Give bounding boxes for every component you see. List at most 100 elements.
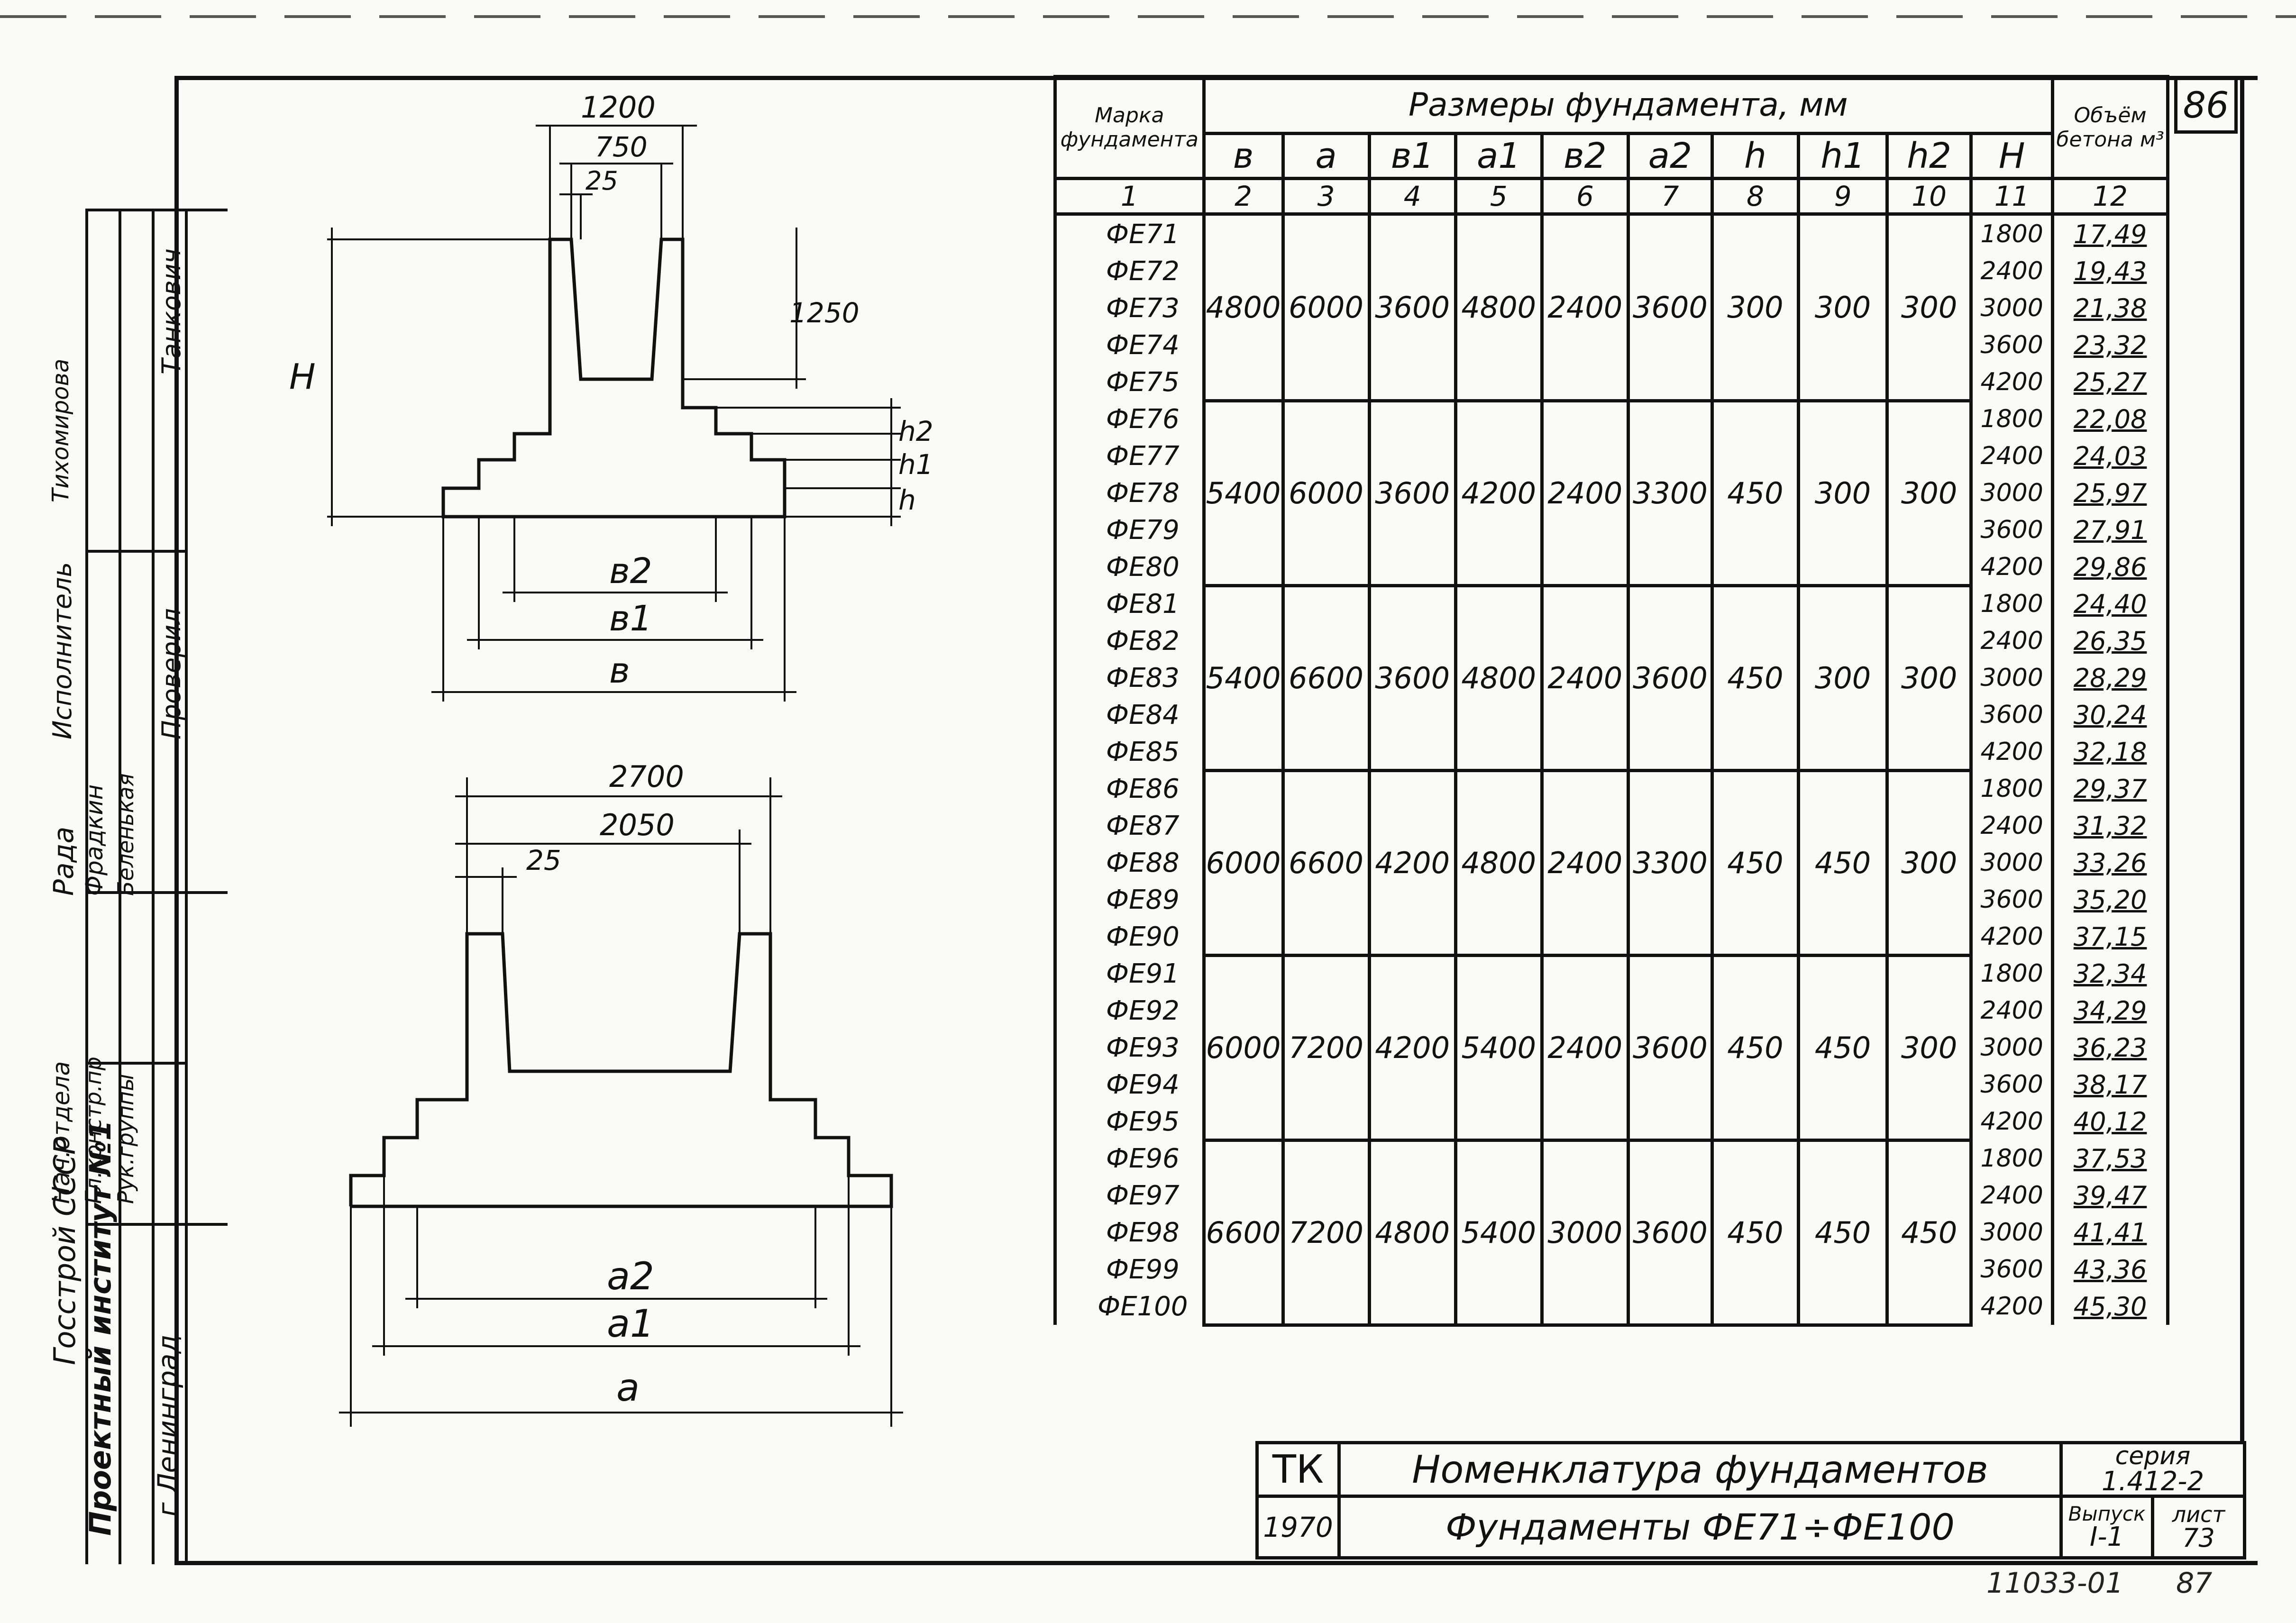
dim-a1: 4800 [1454,212,1544,402]
dim-b2: 3000 [1540,1138,1630,1327]
foundation-mark: ФЕ73 [1053,290,1206,327]
foundation-spec-table: Марка фундамента Размеры фундамента, мм … [1053,75,2169,1327]
col-number-6: 6 [1540,177,1630,216]
dim-h1: 450 [1796,1138,1889,1327]
dim-a: 7200 [1281,953,1371,1142]
foundation-mark: ФЕ80 [1053,548,1206,585]
foundation-mark: ФЕ94 [1053,1066,1206,1103]
height-H: 3000 [1969,290,2055,327]
dim-b1: 4800 [1367,1138,1457,1327]
sym-col-11: H [1969,132,2055,180]
height-H: 4200 [1969,1288,2055,1325]
dim-h2: 300 [1885,584,1973,772]
dim-b1: 4200 [1367,768,1457,957]
concrete-volume: 45,30 [2051,1288,2169,1325]
dim-b2: 2400 [1540,399,1630,587]
col-number-8: 8 [1710,177,1801,216]
dim-h: 450 [1710,953,1801,1142]
label-b: в [609,650,630,691]
height-H: 1800 [1969,955,2055,992]
dim-b2: 2400 [1540,584,1630,772]
dim-b1: 4200 [1367,953,1457,1142]
concrete-volume: 26,35 [2051,622,2169,659]
dim-25-top: 25 [585,166,618,196]
col-number-4: 4 [1367,177,1457,216]
foundation-mark: ФЕ92 [1053,992,1206,1029]
dim-h1: 300 [1796,212,1889,402]
foundation-mark: ФЕ87 [1053,807,1206,844]
dim-b: 5400 [1202,399,1285,587]
height-H: 1800 [1969,401,2055,438]
foundation-mark: ФЕ99 [1053,1251,1206,1288]
concrete-volume: 28,29 [2051,659,2169,696]
dim-a: 6600 [1281,768,1371,957]
col-number-12: 12 [2051,177,2169,216]
title-year: 1970 [1255,1495,1341,1559]
concrete-volume: 17,49 [2051,214,2169,253]
height-H: 2400 [1969,438,2055,474]
foundation-mark: ФЕ98 [1053,1214,1206,1251]
dim-h1: 450 [1796,768,1889,957]
dim-h2: 450 [1885,1138,1973,1327]
foundation-mark: ФЕ72 [1053,253,1206,290]
concrete-volume: 35,20 [2051,881,2169,918]
title-main: Номенклатура фундаментов [1337,1441,2063,1498]
concrete-volume: 29,37 [2051,770,2169,807]
height-H: 4200 [1969,548,2055,585]
sym-col-3: a [1281,132,1371,180]
height-H: 2400 [1969,253,2055,290]
foundation-mark: ФЕ85 [1053,733,1206,770]
foundation-mark: ФЕ84 [1053,696,1206,733]
concrete-volume: 22,08 [2051,401,2169,438]
height-H: 4200 [1969,918,2055,955]
foundation-mark: ФЕ89 [1053,881,1206,918]
concrete-volume: 32,18 [2051,733,2169,770]
bottom-section-outline [349,932,893,1208]
height-H: 2400 [1969,1177,2055,1214]
sym-col-10: h2 [1885,132,1973,180]
height-H: 3000 [1969,1029,2055,1066]
col-number-9: 9 [1796,177,1889,216]
dim-1200: 1200 [581,90,656,125]
sym-col-6: в2 [1540,132,1630,180]
col-mark-title: Марка фундамента [1053,75,1206,180]
col-number-1: 1 [1053,177,1206,216]
foundation-mark: ФЕ76 [1053,401,1206,438]
dim-b: 4800 [1202,212,1285,402]
concrete-volume: 33,26 [2051,844,2169,881]
foundation-mark: ФЕ83 [1053,659,1206,696]
height-H: 4200 [1969,364,2055,401]
height-H: 3600 [1969,881,2055,918]
label-a: a [616,1366,640,1410]
concrete-volume: 31,32 [2051,807,2169,844]
dim-b: 6000 [1202,953,1285,1142]
col-number-2: 2 [1202,177,1285,216]
dim-h1: 300 [1796,584,1889,772]
concrete-volume: 32,34 [2051,955,2169,992]
dim-a2: 3300 [1626,399,1714,587]
concrete-volume: 30,24 [2051,696,2169,733]
dim-b1: 3600 [1367,584,1457,772]
col-number-11: 11 [1969,177,2055,216]
dim-h2: 300 [1885,768,1973,957]
concrete-volume: 37,53 [2051,1140,2169,1177]
sheet-label: лист [2172,1501,2225,1527]
dim-h: 450 [1710,399,1801,587]
foundation-mark: ФЕ88 [1053,844,1206,881]
title-block: ТК 1970 Номенклатура фундаментов Фундаме… [1255,1441,2246,1559]
dim-h1: 300 [1796,399,1889,587]
col-dims-title: Размеры фундамента, мм [1202,75,2055,135]
sym-col-2: в [1202,132,1285,180]
concrete-volume: 37,15 [2051,918,2169,955]
